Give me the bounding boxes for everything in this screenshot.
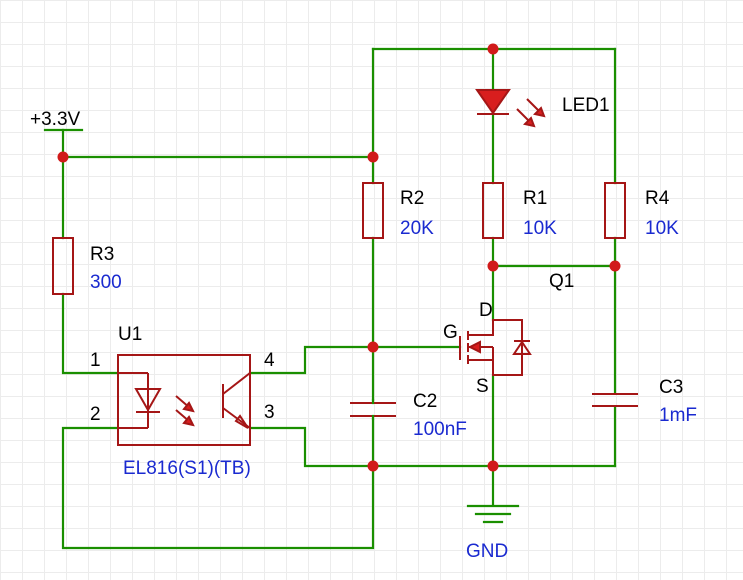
vcc-label: +3.3V [30, 109, 81, 130]
junctions [57, 43, 621, 472]
q1-drain-label: D [479, 300, 493, 321]
gnd-label: GND [466, 541, 508, 562]
led1-designator: LED1 [562, 95, 610, 116]
ground-icon [466, 504, 520, 524]
junction-dot [367, 341, 379, 353]
mosfet-icon[interactable] [459, 319, 532, 376]
r2-resistor-icon[interactable] [362, 182, 384, 239]
u1-pin2-label: 2 [90, 404, 101, 425]
c3-designator: C3 [659, 377, 683, 398]
r4-resistor-icon[interactable] [604, 182, 626, 239]
q1-designator: Q1 [549, 271, 574, 292]
u1-designator: U1 [118, 324, 142, 345]
wire-r3-pin1 [61, 292, 120, 375]
r1-value: 10K [523, 218, 557, 239]
junction-dot [367, 151, 379, 163]
r4-value: 10K [645, 218, 679, 239]
r2-designator: R2 [400, 188, 424, 209]
r3-resistor-icon[interactable] [52, 237, 74, 295]
junction-dot [609, 260, 621, 272]
r2-value: 20K [400, 218, 434, 239]
c2-value: 100nF [413, 419, 467, 440]
r4-designator: R4 [645, 188, 670, 209]
junction-dot [487, 43, 499, 55]
u1-part-number: EL816(S1)(TB) [123, 458, 251, 479]
r3-value: 300 [90, 272, 122, 293]
c3-capacitor-icon[interactable] [592, 393, 638, 407]
r3-designator: R3 [90, 244, 114, 265]
wire-pin4 [248, 345, 462, 375]
wire-pin3 [248, 426, 617, 468]
led-icon[interactable] [475, 89, 546, 128]
optocoupler-icon[interactable] [117, 354, 251, 446]
junction-dot [487, 260, 499, 272]
junction-dot [57, 151, 69, 163]
r1-resistor-icon[interactable] [482, 182, 504, 239]
q1-gate-label: G [443, 322, 458, 343]
c3-value: 1mF [659, 405, 697, 426]
q1-source-label: S [476, 376, 489, 397]
junction-dot [367, 460, 379, 472]
u1-pin4-label: 4 [264, 350, 275, 371]
c2-designator: C2 [413, 391, 437, 412]
u1-pin3-label: 3 [264, 402, 275, 423]
u1-pin1-label: 1 [90, 350, 101, 371]
junction-dot [487, 460, 499, 472]
wire-pin2-loop [61, 426, 375, 550]
c2-capacitor-icon[interactable] [350, 398, 396, 421]
r1-designator: R1 [523, 188, 547, 209]
